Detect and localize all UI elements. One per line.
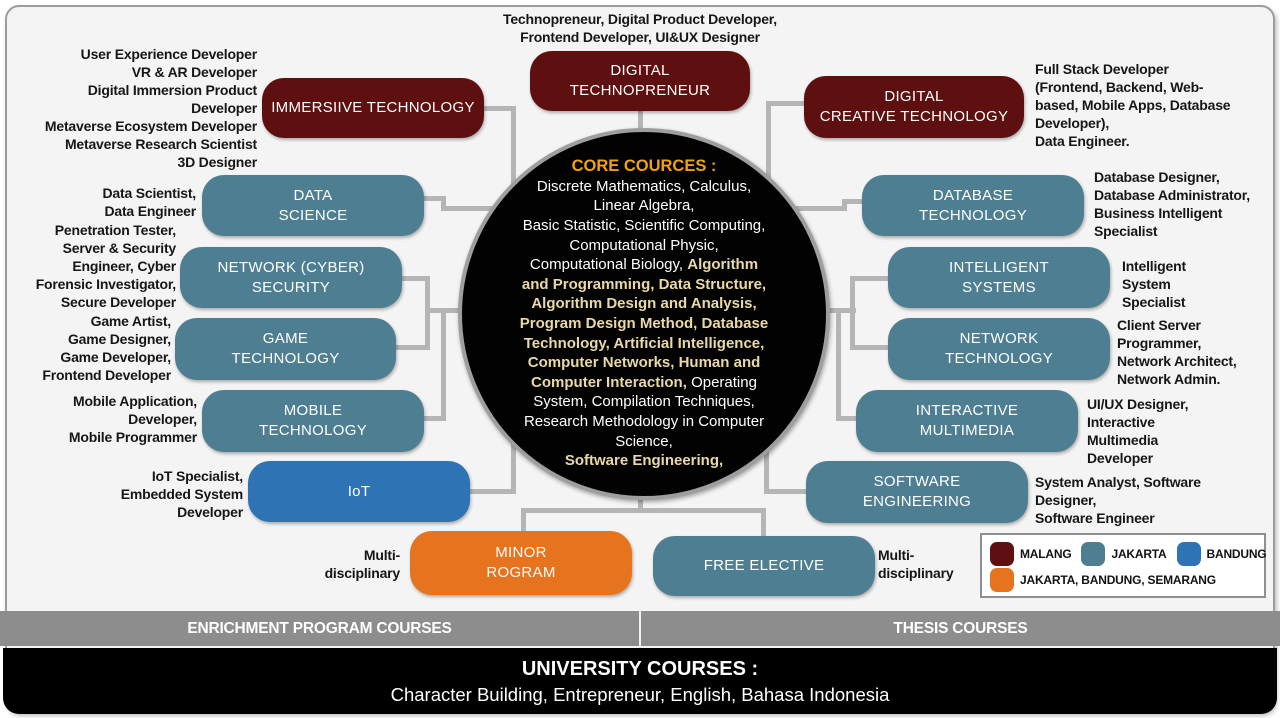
connector-line (764, 435, 769, 494)
careers-game: Game Artist, Game Designer, Game Develop… (42, 313, 171, 383)
connector-line (761, 508, 766, 540)
careers-data-science: Data Scientist, Data Engineer (102, 185, 197, 219)
connector-line (441, 308, 446, 421)
careers-digital-technopreneur: Technopreneur, Digital Product Developer… (503, 11, 777, 45)
careers-network-technology: Client Server Programmer, Network Archit… (1117, 317, 1237, 387)
node-mobile-technology: MOBILE TECHNOLOGY (202, 390, 424, 452)
node-digital-creative-technology: DIGITAL CREATIVE TECHNOLOGY (804, 76, 1024, 138)
careers-cyber-security: Penetration Tester, Server & Security En… (35, 222, 177, 310)
careers-database: Database Designer, Database Administrato… (1094, 169, 1250, 239)
core-courses-circle: CORE COURCES :Discrete Mathematics, Calc… (458, 128, 830, 500)
core-course-lines: CORE COURCES :Discrete Mathematics, Calc… (519, 157, 769, 470)
node-game-technology: GAME TECHNOLOGY (175, 318, 396, 380)
connector-line (424, 196, 446, 201)
node-digital-technopreneur: DIGITAL TECHNOPRENEUR (530, 51, 750, 111)
connector-line (766, 101, 771, 183)
node-free-elective: FREE ELECTIVE (653, 536, 875, 596)
connector-line (484, 106, 516, 111)
university-courses-bar: UNIVERSITY COURSES : Character Building,… (3, 648, 1277, 714)
legend-item-jakarta-bandung-semarang: JAKARTA, BANDUNG, SEMARANG (990, 568, 1216, 592)
malang-color-swatch (990, 542, 1014, 566)
connector-line (842, 199, 866, 204)
connector-line (402, 276, 430, 281)
university-courses-title: UNIVERSITY COURSES : (521, 657, 759, 680)
connector-line (521, 508, 526, 535)
careers-software-engineering: System Analyst, Software Designer, Softw… (1035, 474, 1201, 526)
connector-line (441, 206, 504, 211)
legend-item-malang: MALANG (990, 542, 1072, 566)
legend-label: JAKARTA (1111, 547, 1167, 561)
careers-intelligent-systems: Intelligent System Specialist (1122, 258, 1186, 310)
legend-item-bandung: BANDUNG (1176, 542, 1267, 566)
node-minor-program: MINOR ROGRAM (410, 531, 632, 595)
connector-line (780, 206, 847, 211)
connector-line (425, 276, 430, 350)
connector-line (836, 308, 841, 421)
bandung-color-swatch (1176, 542, 1201, 566)
connector-line (638, 488, 643, 512)
node-iot: IoT (248, 461, 470, 522)
connector-line (511, 435, 516, 494)
connector-line (638, 110, 643, 136)
legend-row-2: JAKARTA, BANDUNG, SEMARANG (990, 567, 1256, 593)
connector-line (470, 489, 516, 494)
node-interactive-multimedia: INTERACTIVE MULTIMEDIA (856, 390, 1078, 452)
node-network-technology: NETWORK TECHNOLOGY (888, 318, 1110, 380)
careers-iot: IoT Specialist, Embedded System Develope… (120, 468, 243, 520)
careers-interactive-multimedia: UI/UX Designer, Interactive Multimedia D… (1087, 396, 1189, 466)
connector-line (424, 416, 446, 421)
enrichment-program-courses-label: ENRICHMENT PROGRAM COURSES (0, 611, 641, 646)
connector-line (441, 196, 446, 211)
connector-line (764, 489, 806, 494)
legend-item-jakarta: JAKARTA (1081, 542, 1167, 566)
node-immersive-technology: IMMERSIIVE TECHNOLOGY (262, 78, 484, 138)
connector-line (850, 276, 855, 350)
label-free-elective-multidisciplinary: Multi- disciplinary (878, 547, 954, 581)
jakarta-bandung-semarang-color-swatch (990, 568, 1014, 592)
connector-line (396, 345, 430, 350)
node-software-engineering: SOFTWARE ENGINEERING (806, 461, 1028, 523)
node-intelligent-systems: INTELLIGENT SYSTEMS (888, 247, 1110, 308)
connector-line (842, 199, 847, 211)
connector-line (511, 106, 516, 187)
program-courses-bar: ENRICHMENT PROGRAM COURSES THESIS COURSE… (0, 611, 1280, 646)
legend-label: JAKARTA, BANDUNG, SEMARANG (1020, 573, 1216, 587)
node-database-technology: DATABASE TECHNOLOGY (862, 175, 1084, 236)
university-courses-list: Character Building, Entrepreneur, Englis… (390, 683, 890, 705)
legend-label: BANDUNG (1206, 547, 1267, 561)
careers-digital-creative: Full Stack Developer (Frontend, Backend,… (1035, 61, 1231, 149)
connector-line (836, 416, 858, 421)
legend-label: MALANG (1020, 547, 1072, 561)
connector-line (850, 276, 888, 281)
node-network-cyber-security: NETWORK (CYBER) SECURITY (180, 247, 402, 308)
campus-legend: MALANG JAKARTA BANDUNG JAKARTA, BANDUNG,… (980, 533, 1267, 598)
jakarta-color-swatch (1081, 542, 1106, 566)
thesis-courses-label: THESIS COURSES (893, 619, 1028, 637)
careers-immersive: User Experience Developer VR & AR Develo… (44, 46, 257, 170)
connector-line (766, 101, 808, 106)
node-data-science: DATA SCIENCE (202, 175, 424, 236)
label-minor-multidisciplinary: Multi- disciplinary (324, 547, 401, 581)
connector-line (850, 345, 888, 350)
careers-mobile: Mobile Application, Developer, Mobile Pr… (68, 393, 197, 445)
connector-line (521, 508, 766, 513)
legend-row-1: MALANG JAKARTA BANDUNG (990, 541, 1267, 567)
